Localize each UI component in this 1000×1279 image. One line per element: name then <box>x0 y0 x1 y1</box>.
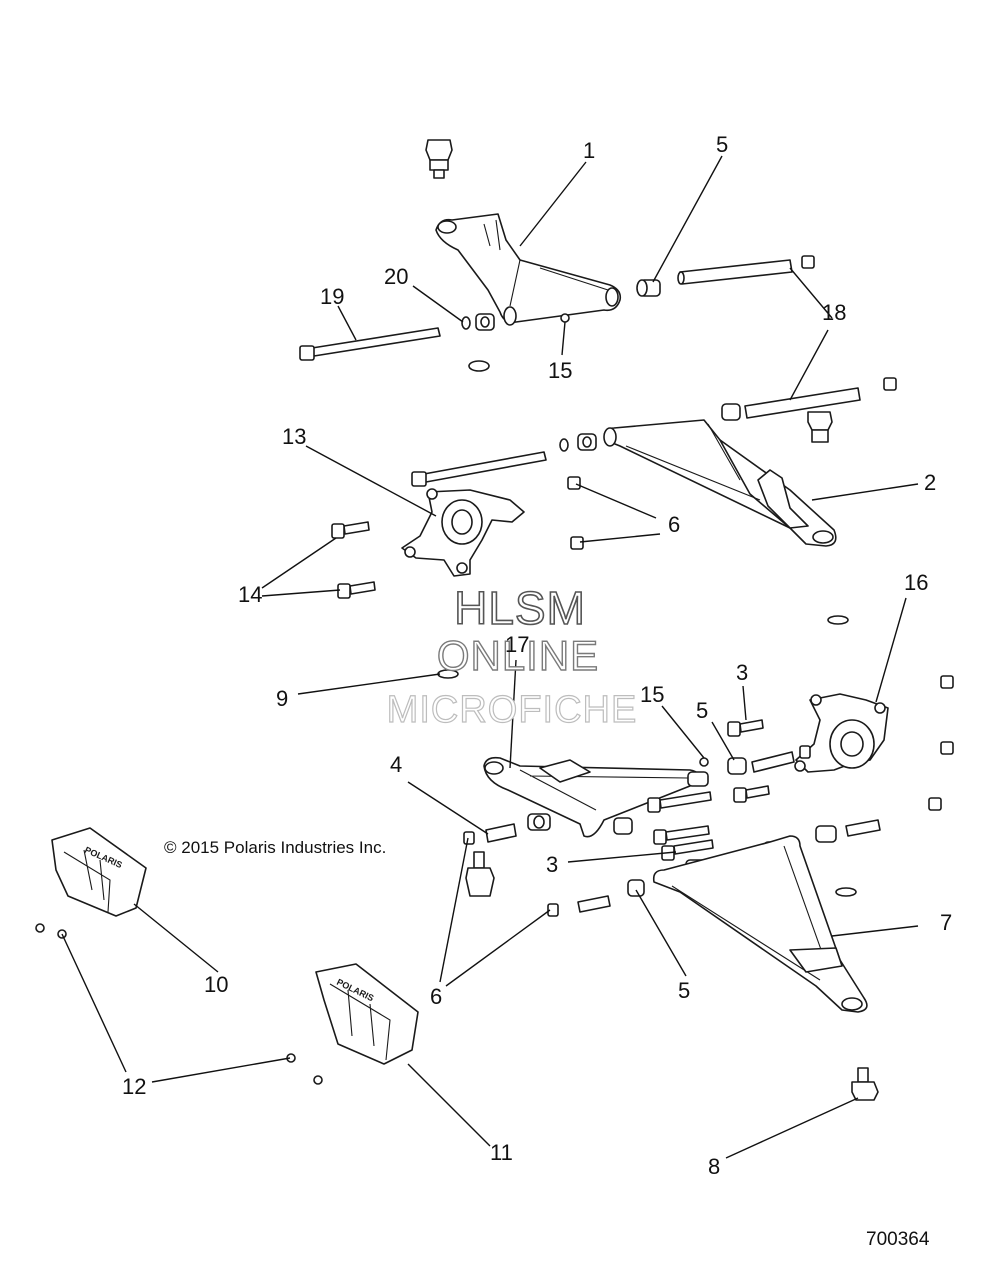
bushing-part <box>559 403 741 452</box>
callout-6: 6 <box>668 512 680 537</box>
ball-joint-upper-part <box>425 139 453 179</box>
o-ring-part <box>827 615 849 625</box>
bolt-part <box>331 521 376 599</box>
lower-a-arm-part <box>652 835 868 1013</box>
callout-4: 4 <box>390 752 402 777</box>
watermark-line-1: HLSM <box>454 582 586 634</box>
callout-14: 14 <box>238 582 262 607</box>
washer-part <box>461 313 495 331</box>
ball-joint-part <box>807 411 833 443</box>
upper-a-arm-part <box>483 756 702 838</box>
upper-a-arm-part <box>435 213 622 326</box>
nut-part <box>567 476 584 550</box>
steering-knuckle-part <box>794 693 889 773</box>
copyright-text: © 2015 Polaris Industries Inc. <box>164 838 386 857</box>
steering-knuckle-part <box>401 488 525 577</box>
ball-joint-part <box>851 1067 879 1101</box>
callout-13: 13 <box>282 424 306 449</box>
callout-5: 5 <box>716 132 728 157</box>
callout-17: 17 <box>505 632 529 657</box>
bolt-part <box>647 719 770 861</box>
callout-16: 16 <box>904 570 928 595</box>
callout-3-b: 3 <box>546 852 558 877</box>
ball-joint-part <box>465 851 495 897</box>
callout-9: 9 <box>276 686 288 711</box>
watermark-line-3: MICROFICHE <box>387 689 638 731</box>
callout-20: 20 <box>384 264 408 289</box>
leader-lines <box>61 155 919 1159</box>
bushing-part <box>636 279 661 297</box>
grease-fitting-part <box>560 313 570 323</box>
long-bolt-part <box>299 327 441 361</box>
figure-number: 700364 <box>866 1229 930 1250</box>
o-ring-part <box>468 360 490 372</box>
callout-19: 19 <box>320 284 344 309</box>
callout-15: 15 <box>548 358 572 383</box>
callout-5-b: 5 <box>696 698 708 723</box>
skid-plate-part: POLARIS <box>315 963 419 1065</box>
callout-5-c: 5 <box>678 978 690 1003</box>
lower-a-arm-part <box>603 419 837 547</box>
callout-10: 10 <box>204 972 228 997</box>
watermark-line-2: ONLINE <box>437 632 599 679</box>
o-ring-part <box>835 887 857 897</box>
callout-1: 1 <box>583 138 595 163</box>
callout-2: 2 <box>924 470 936 495</box>
callout-18: 18 <box>822 300 846 325</box>
long-bolt-part <box>411 451 547 487</box>
pivot-tube-part <box>677 255 815 285</box>
callout-labels: 1 5 20 19 15 18 13 2 6 14 16 17 9 3 15 5… <box>122 132 952 1179</box>
sleeve-part <box>463 813 551 845</box>
callout-12: 12 <box>122 1074 146 1099</box>
callout-7: 7 <box>940 910 952 935</box>
skid-plate-part: POLARIS <box>51 827 147 917</box>
bushing-part <box>613 745 811 835</box>
callout-11: 11 <box>490 1140 513 1165</box>
callout-6-b: 6 <box>430 984 442 1009</box>
pivot-tube-part <box>744 377 897 419</box>
callout-15-b: 15 <box>640 682 664 707</box>
nut-part <box>928 675 954 811</box>
callout-3: 3 <box>736 660 748 685</box>
callout-8: 8 <box>708 1154 720 1179</box>
